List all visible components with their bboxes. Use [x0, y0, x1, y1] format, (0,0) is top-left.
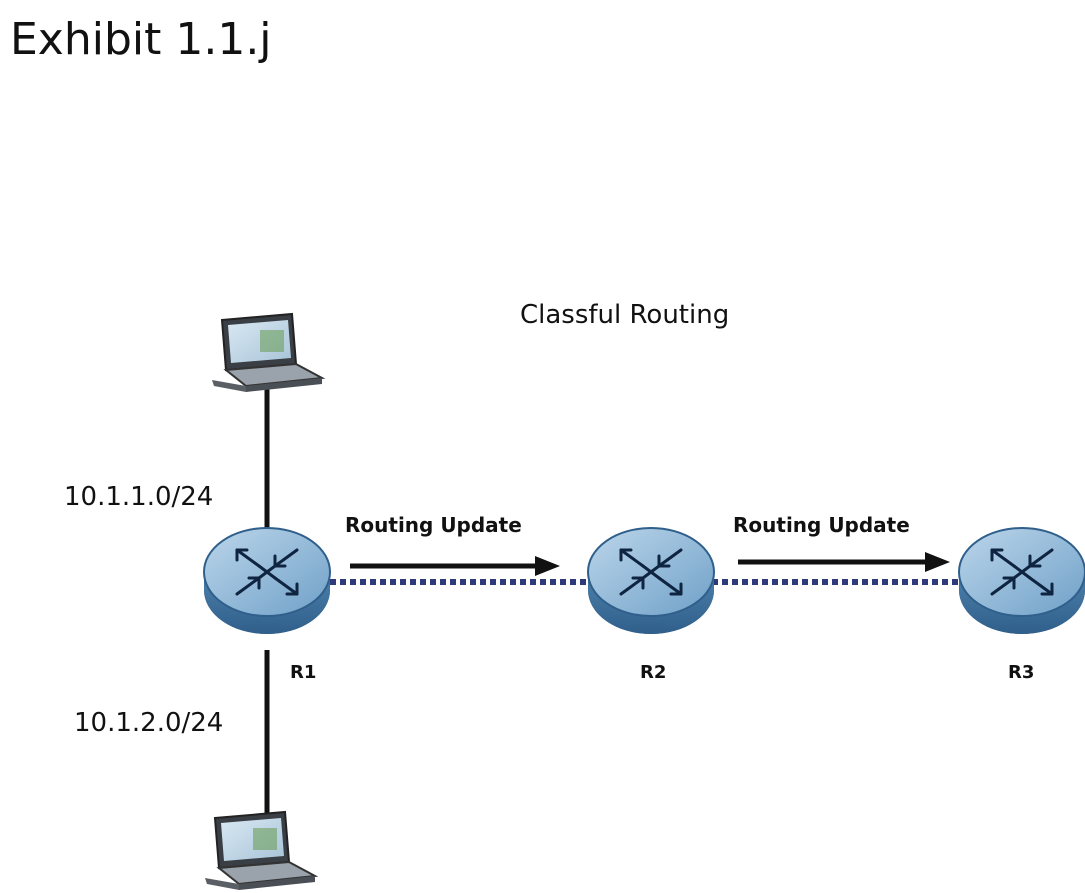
network-label-bottom: 10.1.2.0/24 — [74, 708, 224, 738]
routing-update-label-r1-r2: Routing Update — [345, 513, 522, 537]
network-label-top: 10.1.1.0/24 — [64, 482, 214, 512]
router-icon — [202, 526, 332, 636]
router-icon — [586, 526, 716, 636]
routing-update-label-r2-r3: Routing Update — [733, 513, 910, 537]
arrow-right-icon — [350, 556, 560, 576]
router-label-r3: R3 — [1008, 662, 1035, 683]
router-icon — [957, 526, 1085, 636]
router-label-r2: R2 — [640, 662, 667, 683]
diagram-title: Classful Routing — [520, 300, 730, 330]
arrow-right-icon — [738, 552, 950, 572]
router-label-r1: R1 — [290, 662, 317, 683]
laptop-icon — [211, 313, 323, 393]
laptop-icon — [204, 811, 316, 891]
exhibit-title: Exhibit 1.1.j — [10, 14, 272, 65]
